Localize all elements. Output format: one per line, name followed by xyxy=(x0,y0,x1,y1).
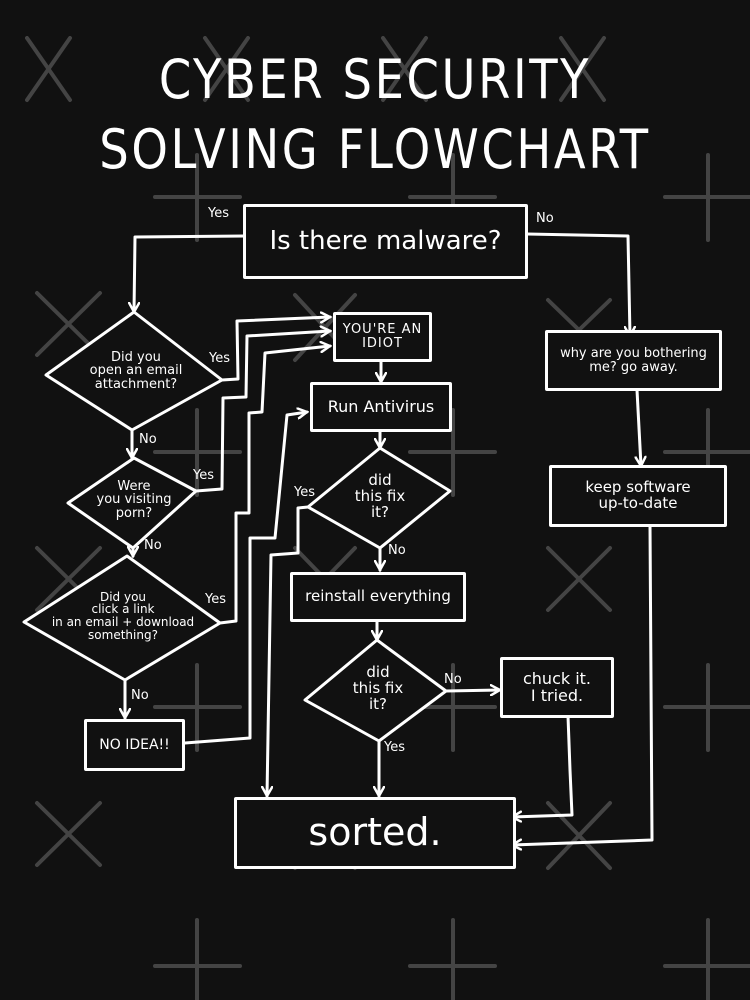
edge-noidea-antivirus xyxy=(183,412,307,745)
label-malware-no: No xyxy=(536,211,554,226)
watermark-plus-icon xyxy=(153,408,242,497)
watermark-plus-icon xyxy=(663,153,750,242)
label-link-no: No xyxy=(131,688,149,703)
edge-fix1-yes xyxy=(267,505,310,796)
diamond-visiting-porn xyxy=(66,456,198,550)
node-sorted: sorted. xyxy=(234,797,516,869)
watermark-x-icon xyxy=(35,801,102,867)
label-email-no: No xyxy=(139,432,157,447)
edge-fix2-no xyxy=(444,690,500,691)
node-click-link: Did you click a link in an email + downl… xyxy=(51,589,195,642)
node-no-idea: NO IDEA!! xyxy=(84,719,185,771)
diamond-email-attachment xyxy=(44,310,224,432)
edge-link-yes xyxy=(218,346,330,625)
label-porn-no: No xyxy=(144,538,162,553)
label-malware-yes: Yes xyxy=(208,206,229,221)
node-run-antivirus: Run Antivirus xyxy=(310,382,452,432)
label-link-yes: Yes xyxy=(205,592,226,607)
label-fix2-no: No xyxy=(444,672,462,687)
watermark-plus-icon xyxy=(408,918,497,1000)
label-fix1-yes: Yes xyxy=(294,485,315,500)
watermark-x-icon xyxy=(25,36,72,102)
node-visiting-porn: Were you visiting porn? xyxy=(96,478,172,521)
node-email-attachment: Did you open an email attachment? xyxy=(89,349,183,392)
edge-malware-no xyxy=(525,232,630,336)
watermark-plus-icon xyxy=(663,918,750,1000)
node-idiot: YOU'RE AN IDIOT xyxy=(333,312,432,362)
watermark-plus-icon xyxy=(153,153,242,242)
node-reinstall: reinstall everything xyxy=(290,572,466,622)
edge-keep-sorted xyxy=(512,523,654,845)
watermark-plus-icon xyxy=(153,663,242,752)
watermark-x-icon xyxy=(546,801,612,870)
node-fix2: did this fix it? xyxy=(352,663,404,713)
watermark-x-icon xyxy=(381,36,428,102)
node-chuck-it: chuck it. I tried. xyxy=(500,657,614,718)
edge-porn-yes xyxy=(194,331,330,493)
node-malware: Is there malware? xyxy=(243,204,528,279)
edge-chuck-sorted xyxy=(512,714,574,817)
title-line-2: SOLVING FLOWCHART xyxy=(99,118,651,181)
node-fix1: did this fix it? xyxy=(354,471,406,521)
node-keep-software: keep software up-to-date xyxy=(549,465,727,527)
watermark-plus-icon xyxy=(408,408,497,497)
edge-whybother-keep xyxy=(637,388,641,466)
watermark-plus-icon xyxy=(663,663,750,752)
watermark-x-icon xyxy=(559,36,606,102)
label-fix2-yes: Yes xyxy=(384,740,405,755)
diamond-fix2 xyxy=(303,638,448,743)
diamond-click-link xyxy=(22,554,222,682)
diamond-fix1 xyxy=(306,446,452,550)
edge-malware-yes xyxy=(134,234,247,312)
watermark-plus-icon xyxy=(153,918,242,1000)
watermark-x-icon xyxy=(546,546,612,612)
node-why-bother: why are you bothering me? go away. xyxy=(545,330,722,391)
watermark-x-icon xyxy=(203,36,250,102)
title-line-1: CYBER SECURITY xyxy=(158,48,592,111)
edge-email-yes xyxy=(220,317,330,382)
label-porn-yes: Yes xyxy=(193,468,214,483)
label-email-yes: Yes xyxy=(209,351,230,366)
label-fix1-no: No xyxy=(388,543,406,558)
